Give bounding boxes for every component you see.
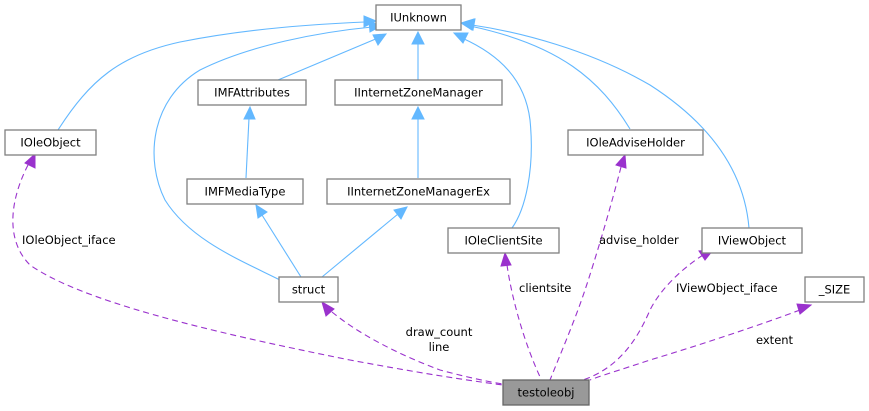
usage-edge-ioleclientsite [500, 251, 542, 380]
node-iviewobject[interactable]: IViewObject [701, 227, 803, 254]
usage-edge-ioleobject [12, 152, 504, 386]
inheritance-edge-iinternetzonemanagerex-iinternetzonemanager [411, 105, 425, 178]
edge-label-clientsite: clientsite [519, 281, 571, 295]
svg-text:IInternetZoneManager: IInternetZoneManager [354, 86, 483, 100]
node-iunknown[interactable]: IUnknown [375, 4, 462, 31]
node-testoleobj: testoleobj [502, 379, 590, 406]
svg-text:IMFAttributes: IMFAttributes [214, 86, 290, 100]
svg-text:_SIZE: _SIZE [818, 283, 851, 297]
node-iinternetzonemanagerex[interactable]: IInternetZoneManagerEx [326, 178, 511, 205]
svg-text:IViewObject: IViewObject [718, 234, 787, 248]
svg-text:IOleObject: IOleObject [20, 136, 81, 150]
svg-text:IInternetZoneManagerEx: IInternetZoneManagerEx [347, 185, 490, 199]
edge-label-draw-count: draw_count [406, 325, 473, 339]
usage-edge-struct [321, 300, 504, 385]
node-ioleadviseholder[interactable]: IOleAdviseHolder [567, 129, 704, 156]
inheritance-edge-iinternetzonemanager-iunknown [411, 30, 425, 80]
svg-text:IOleClientSite: IOleClientSite [464, 234, 542, 248]
edge-label-extent: extent [756, 333, 794, 347]
edge-label-iviewobject-iface: IViewObject_iface [676, 281, 778, 295]
edge-label-line: line [429, 340, 450, 354]
svg-text:struct: struct [292, 283, 326, 297]
inheritance-edge-iviewobject-iunknown [460, 18, 750, 229]
svg-text:IOleAdviseHolder: IOleAdviseHolder [586, 136, 685, 150]
usage-edge-ioleadviseholder [549, 153, 627, 381]
node-struct[interactable]: struct [278, 276, 339, 303]
node-iinternetzonemanager[interactable]: IInternetZoneManager [334, 79, 503, 106]
node-ioleobject[interactable]: IOleObject [4, 129, 97, 156]
svg-text:IMFMediaType: IMFMediaType [205, 185, 286, 199]
node-size[interactable]: _SIZE [804, 276, 865, 303]
inheritance-edge-imfmediatype-imfattributes [243, 105, 256, 179]
svg-text:testoleobj: testoleobj [518, 386, 575, 400]
edge-label-ioleobject-iface: IOleObject_iface [22, 233, 116, 247]
inheritance-edge-struct-imfmediatype [255, 203, 302, 278]
inheritance-edge-struct-iinternetzonemanagerex [321, 206, 408, 278]
edge-label-advise-holder: advise_holder [599, 233, 679, 247]
inheritance-edge-ioleclientsite-iunknown [452, 32, 532, 229]
node-imfmediatype[interactable]: IMFMediaType [186, 178, 304, 205]
node-ioleclientsite[interactable]: IOleClientSite [447, 227, 560, 254]
svg-text:IUnknown: IUnknown [390, 11, 447, 25]
inheritance-edge-ioleadviseholder-iunknown [459, 18, 631, 130]
usage-edge-size [589, 303, 813, 381]
inheritance-edge-imfattributes-iunknown [277, 33, 388, 81]
node-imfattributes[interactable]: IMFAttributes [197, 79, 307, 106]
inheritance-edge-struct-iunknown [153, 20, 383, 281]
